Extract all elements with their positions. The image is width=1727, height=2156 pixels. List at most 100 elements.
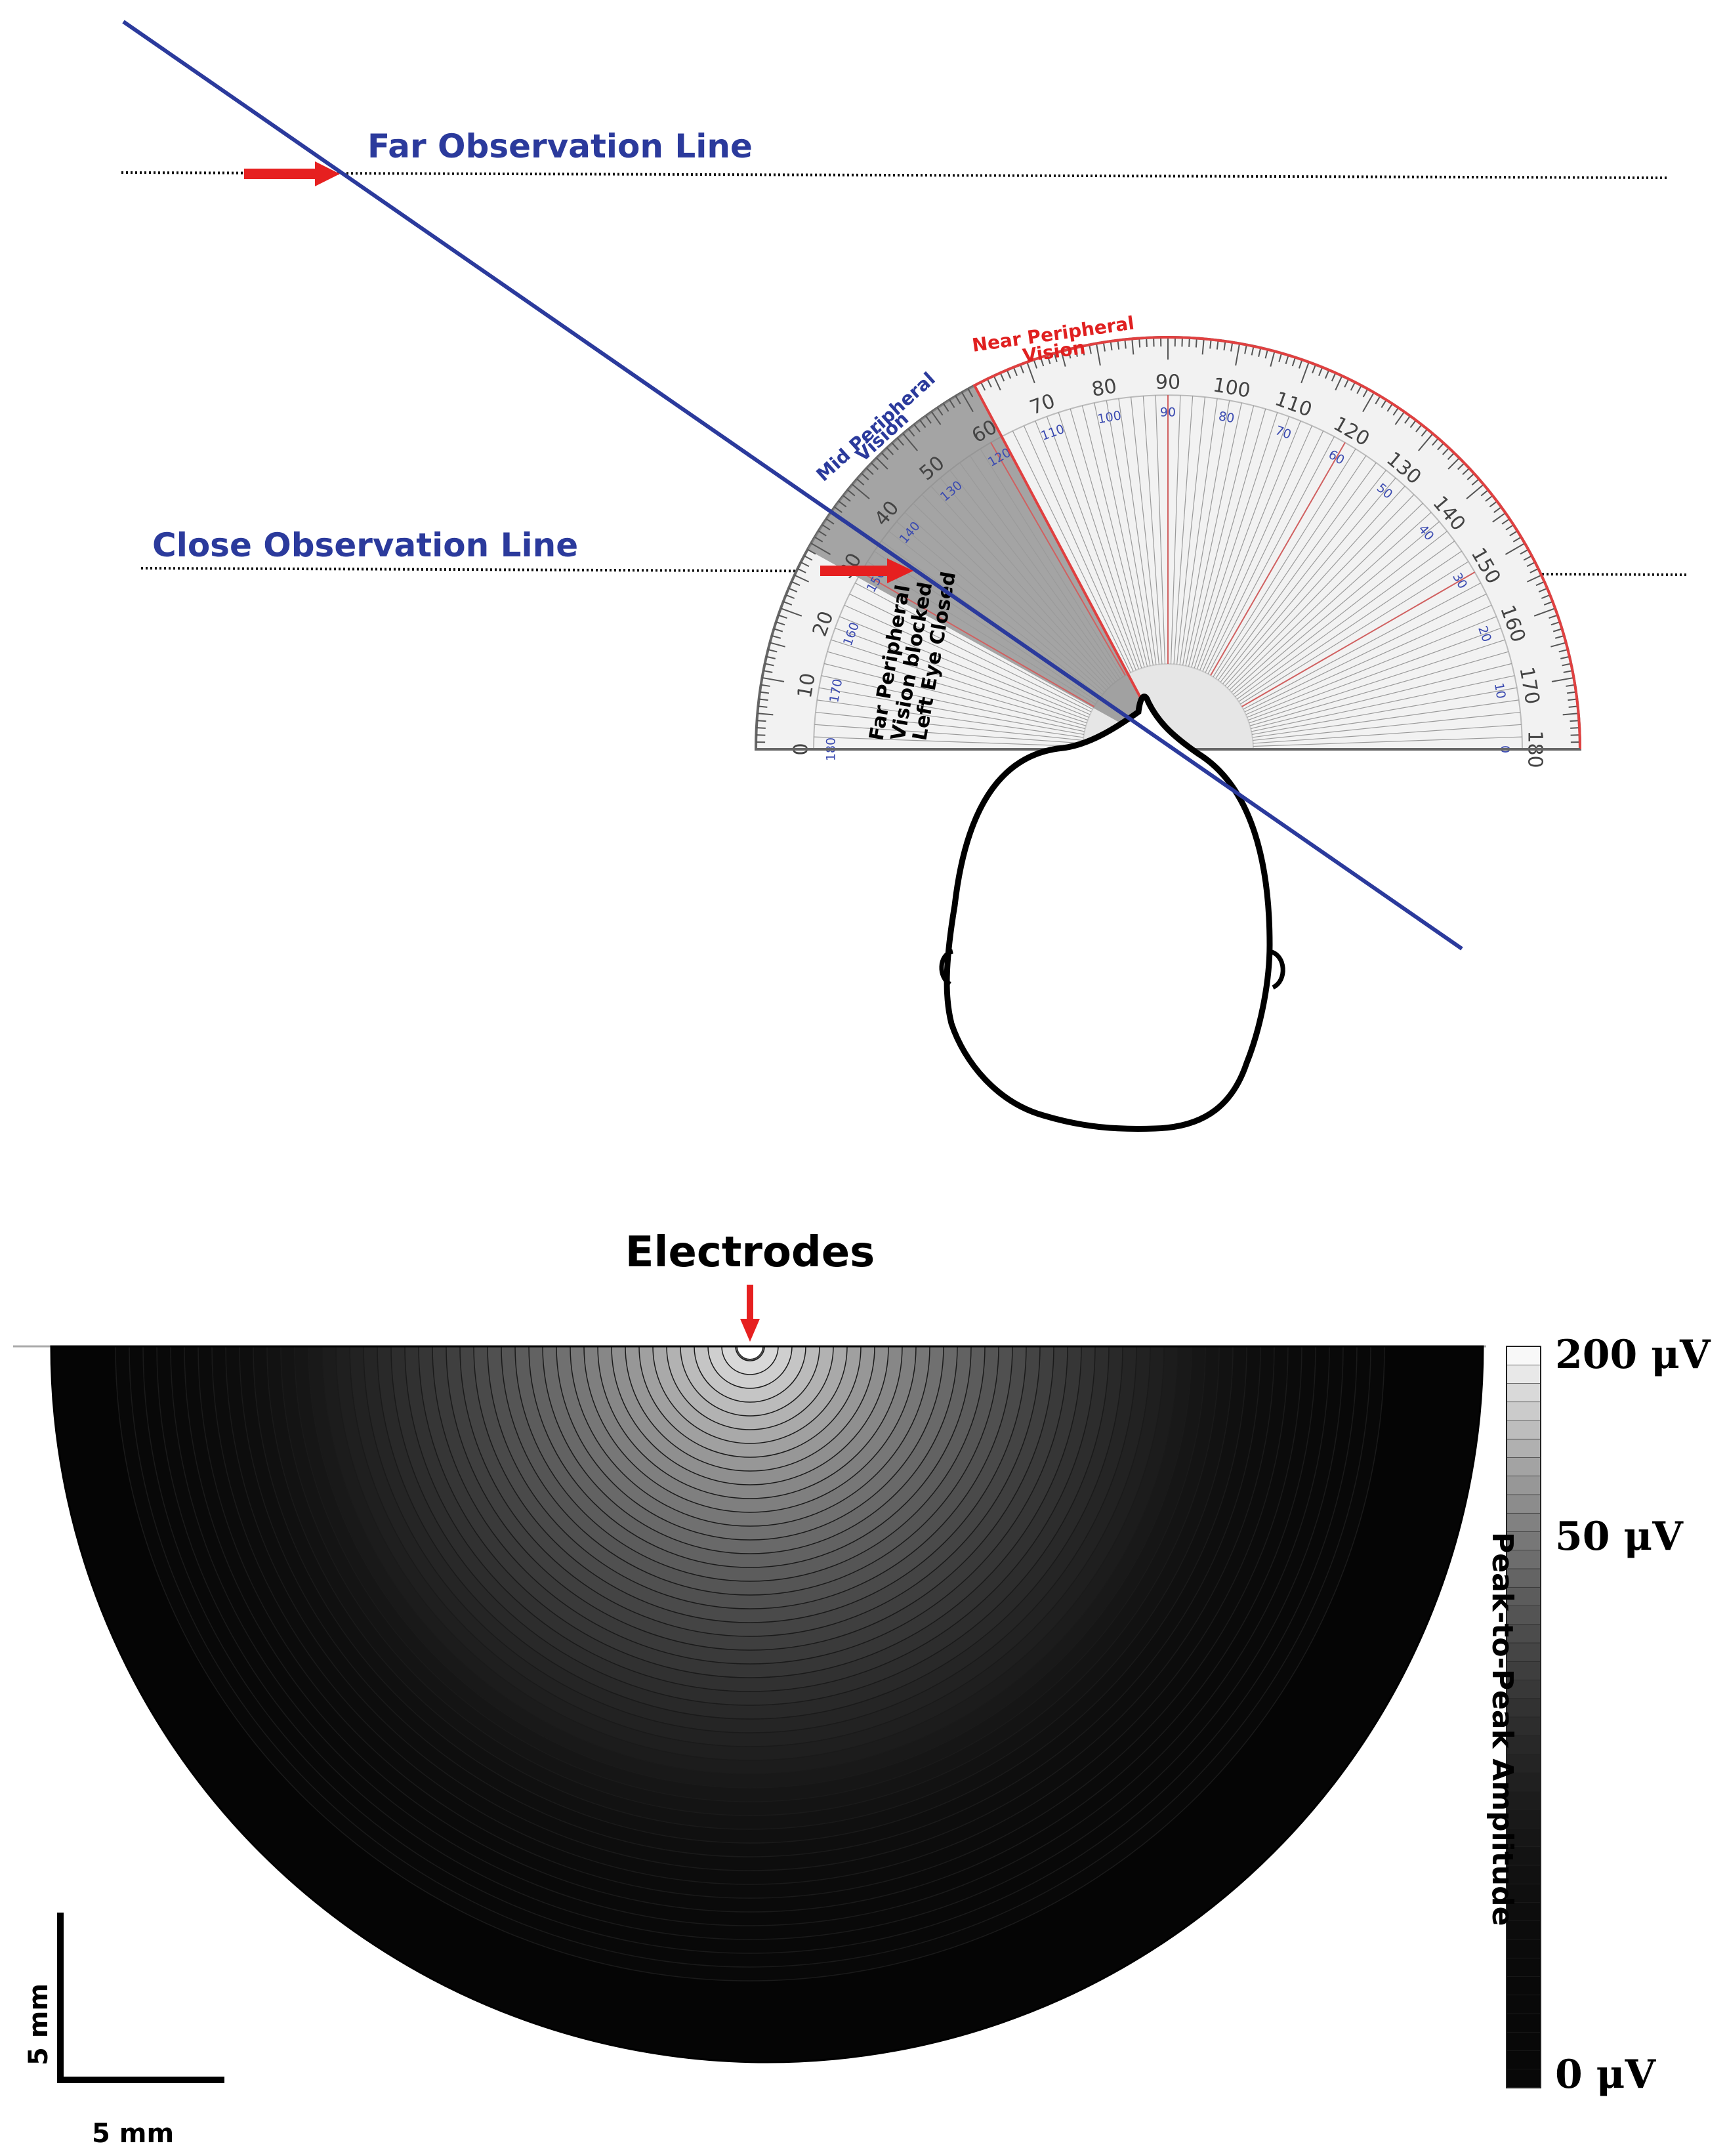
protractor-tick xyxy=(822,524,831,531)
protractor-tick xyxy=(1146,337,1148,347)
protractor-tick xyxy=(1251,346,1255,356)
colorbar-band xyxy=(1506,1568,1541,1588)
protractor-tick xyxy=(1551,676,1574,682)
protractor-ray xyxy=(831,639,1087,724)
protractor-ray xyxy=(1205,430,1324,673)
scale-bar: 5 mm 5 mm xyxy=(24,1913,224,2149)
colorbar-mid-label: 50 μV xyxy=(1555,1514,1684,1560)
protractor-ray xyxy=(827,651,1087,726)
protractor-tick xyxy=(810,543,831,555)
protractor-tick xyxy=(1102,342,1106,352)
protractor-tick xyxy=(876,457,888,470)
protractor-tick xyxy=(913,424,921,432)
protractor-tick xyxy=(800,562,810,568)
colorbar-band xyxy=(1506,1754,1541,1773)
protractor-tick xyxy=(1068,349,1072,359)
protractor-tick xyxy=(774,628,783,632)
colorbar-band xyxy=(1506,1550,1541,1569)
protractor-tick xyxy=(881,452,889,461)
protractor-tick xyxy=(1095,343,1101,366)
colorbar-band xyxy=(1506,2069,1541,2088)
colorbar-band xyxy=(1506,1624,1541,1644)
protractor-tick xyxy=(1324,369,1330,379)
protractor-tick xyxy=(1362,388,1369,398)
protractor-ray xyxy=(1023,425,1134,672)
protractor-ray xyxy=(1239,561,1469,705)
protractor-tick xyxy=(1560,655,1570,659)
protractor-tick xyxy=(1535,581,1545,587)
close-observation-label: Close Observation Line xyxy=(152,526,578,564)
protractor-tick xyxy=(1074,347,1078,357)
protractor-tick xyxy=(1418,433,1434,451)
protractor-ray xyxy=(867,561,1096,705)
protractor-tick xyxy=(1493,507,1502,513)
protractor-ray xyxy=(1226,494,1415,688)
protractor-ray xyxy=(1241,571,1476,707)
protractor-ray xyxy=(1251,687,1517,736)
protractor-ray xyxy=(1244,593,1487,713)
protractor-tick xyxy=(871,463,879,470)
protractor-tick xyxy=(1026,362,1035,384)
protractor-tick xyxy=(797,568,806,573)
protractor-ray xyxy=(823,663,1086,730)
protractor-tick xyxy=(1501,518,1510,525)
protractor-ray xyxy=(1012,430,1131,673)
protractor-ray xyxy=(1185,402,1242,666)
scale-bar-horizontal-label: 5 mm xyxy=(92,2119,174,2149)
protractor-tick xyxy=(1386,403,1393,412)
protractor-tick xyxy=(1331,372,1337,382)
far-observation-line xyxy=(121,171,1667,179)
protractor-tick xyxy=(967,388,974,398)
protractor-ray xyxy=(819,687,1085,736)
protractor-tick xyxy=(1505,524,1514,531)
colorbar-band xyxy=(1506,1401,1541,1421)
protractor-ray xyxy=(1202,425,1313,672)
line-of-sight xyxy=(122,20,1463,951)
protractor-tick xyxy=(776,621,785,626)
protractor-tick xyxy=(943,403,949,412)
protractor-tick xyxy=(1566,691,1577,694)
protractor-ray xyxy=(814,724,1083,744)
protractor-ray xyxy=(835,627,1089,721)
protractor-tick xyxy=(1344,379,1350,388)
protractor-tick xyxy=(949,399,955,408)
protractor: 0102030405060708090100110120130140150160… xyxy=(754,336,1582,768)
close-intersection-arrow xyxy=(820,558,913,583)
colorbar: 200 μV 50 μV 0 μV Peak-to-Peak Amplitude xyxy=(1486,1332,1711,2098)
protractor-ray xyxy=(1231,512,1432,693)
colorbar-min-label: 0 μV xyxy=(1555,2052,1657,2098)
protractor-tick xyxy=(1300,362,1310,384)
protractor-tick xyxy=(1554,634,1564,639)
protractor-tick xyxy=(763,670,773,673)
protractor-ray xyxy=(1253,736,1522,747)
protractor-inner-tick-label: 90 xyxy=(1160,405,1176,420)
protractor-ray xyxy=(1249,639,1505,724)
mid-peripheral-zone xyxy=(807,385,1168,749)
protractor-tick xyxy=(1562,713,1579,716)
protractor-ray xyxy=(904,512,1105,693)
protractor-tick xyxy=(1264,349,1268,359)
protractor-tick xyxy=(1318,367,1323,377)
protractor-tick xyxy=(758,705,768,708)
protractor-tick xyxy=(892,442,899,451)
protractor-tick xyxy=(1006,369,1012,379)
protractor-tick xyxy=(780,608,802,617)
protractor-tick xyxy=(1285,355,1289,365)
protractor-tick xyxy=(1462,467,1470,475)
colorbar-band xyxy=(1506,1642,1541,1663)
protractor-tick xyxy=(1543,601,1553,606)
protractor-ray xyxy=(990,442,1126,676)
protractor-ray xyxy=(1046,416,1140,670)
protractor-tick xyxy=(783,601,793,606)
colorbar-title: Peak-to-Peak Amplitude xyxy=(1486,1532,1519,1926)
protractor-tick xyxy=(1209,339,1212,349)
protractor-tick xyxy=(1457,463,1465,470)
protractor-ray xyxy=(1081,405,1148,667)
colorbar-band xyxy=(1506,1791,1541,1811)
protractor-tick xyxy=(1081,346,1085,356)
protractor-tick xyxy=(1033,359,1038,369)
protractor-tick xyxy=(897,438,904,446)
protractor-tick xyxy=(930,411,942,425)
head-outline xyxy=(939,694,1285,1132)
colorbar-band xyxy=(1506,1939,1541,1959)
